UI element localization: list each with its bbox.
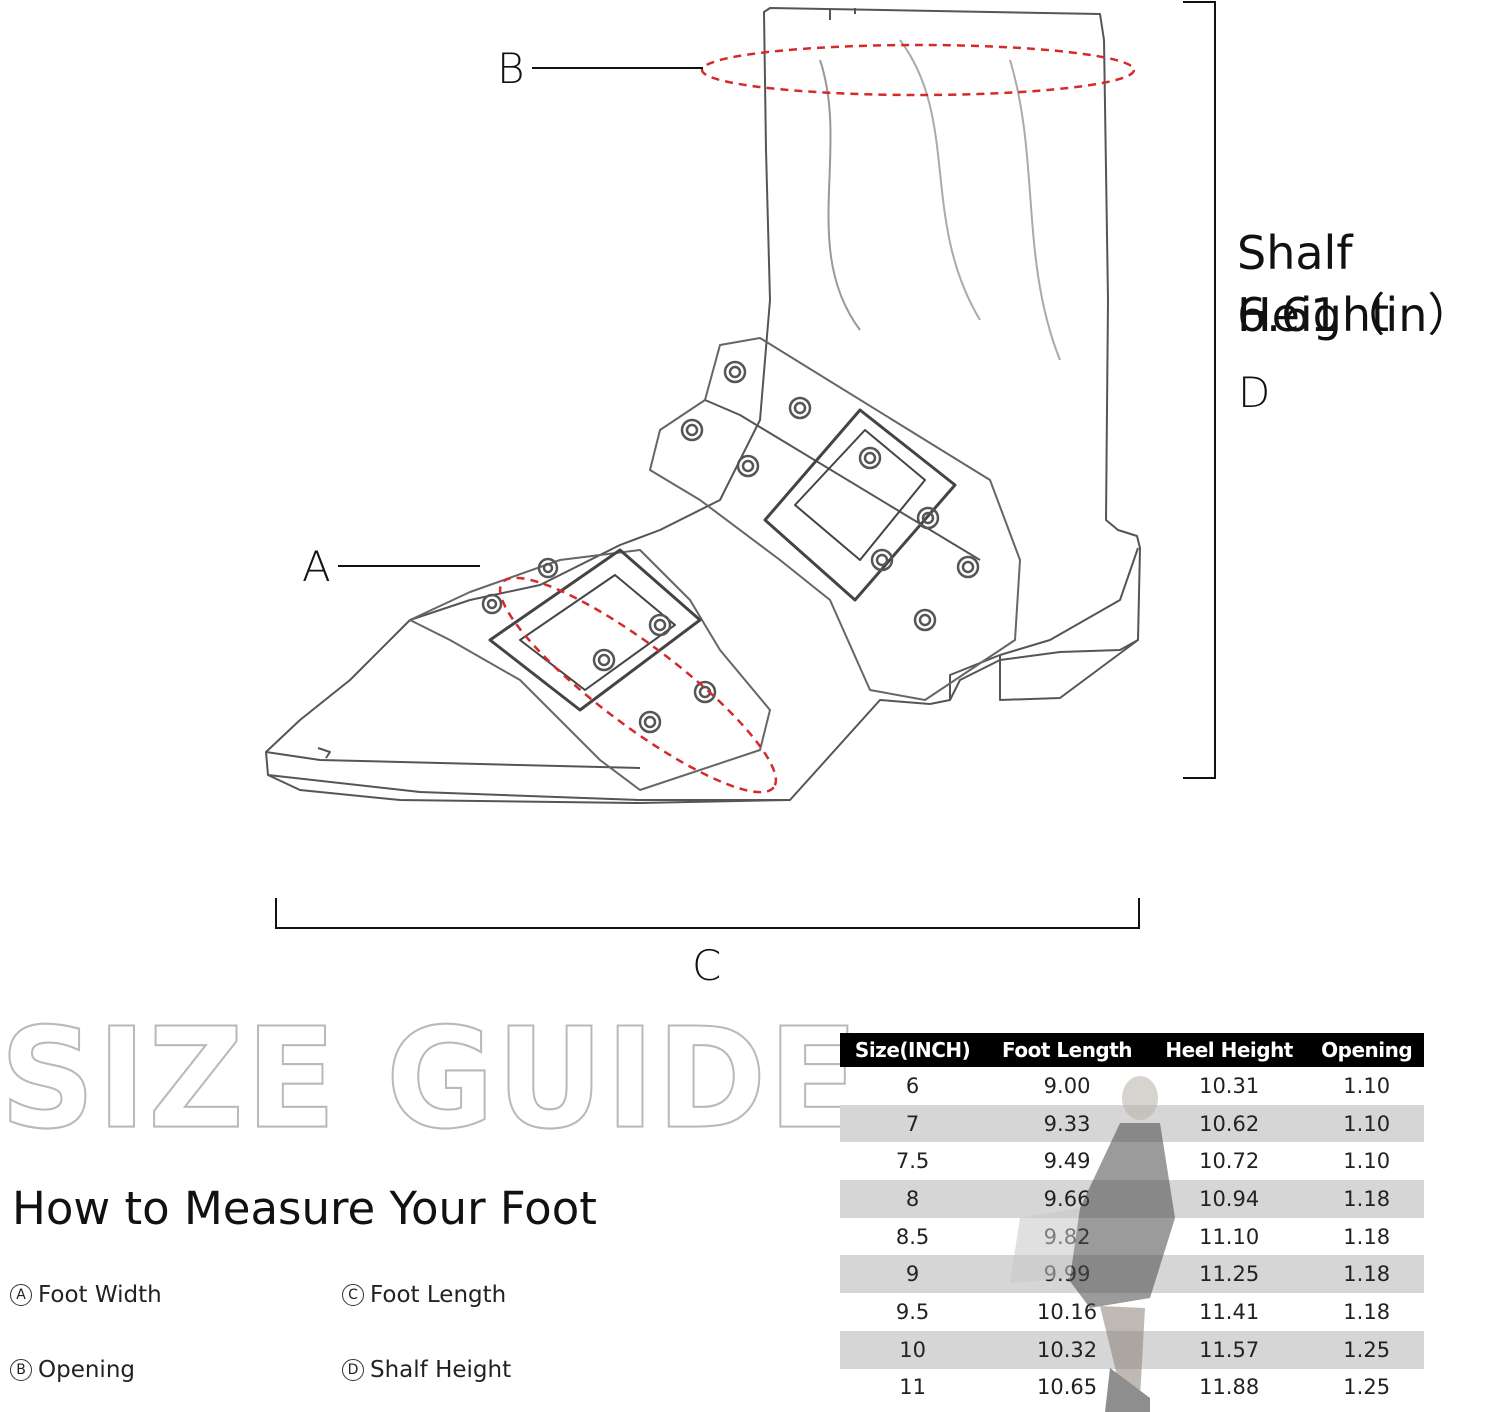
cell-foot-length: 10.65 xyxy=(1036,1375,1098,1400)
cell-heel-height: 10.62 xyxy=(1148,1104,1310,1143)
header-size: Size(INCH) xyxy=(840,1033,986,1067)
circled-d-mark: D xyxy=(342,1359,364,1381)
cell-foot-length: 9.49 xyxy=(1043,1149,1091,1174)
shaf-height-bracket xyxy=(1183,1,1216,779)
legend-opening: B Opening xyxy=(10,1357,135,1383)
cell-heel-height: 11.88 xyxy=(1199,1375,1260,1400)
cell-foot-length: 10.16 xyxy=(1036,1299,1098,1324)
cell-opening: 1.10 xyxy=(1343,1149,1391,1174)
label-c: C xyxy=(692,941,722,990)
legend-opening-text: Opening xyxy=(38,1357,135,1383)
cell-foot-length: 9.33 xyxy=(985,1104,1149,1143)
cell-opening: 1.18 xyxy=(1309,1180,1424,1218)
cell-foot-length: 9.00 xyxy=(1043,1073,1091,1098)
cell-foot-length: 10.32 xyxy=(985,1330,1149,1369)
cell-foot-length: 9.82 xyxy=(1043,1224,1091,1249)
opening-measure-ellipse xyxy=(700,43,1136,97)
cell-foot-length: 9.66 xyxy=(985,1180,1149,1218)
circled-b-mark: B xyxy=(10,1359,32,1381)
circled-c-mark: C xyxy=(342,1284,364,1306)
size-table: Size(INCH) Foot Length Heel Height Openi… xyxy=(840,1033,1424,1406)
cell-opening: 1.25 xyxy=(1343,1375,1391,1400)
legend-foot-width-text: Foot Width xyxy=(38,1282,162,1308)
circled-a-mark: A xyxy=(10,1284,32,1306)
header-heel-height: Heel Height xyxy=(1148,1033,1310,1067)
cell-heel-height: 11.10 xyxy=(1199,1224,1260,1249)
size-guide-title: SIZE GUIDE xyxy=(0,998,861,1161)
cell-opening: 1.10 xyxy=(1343,1073,1391,1098)
label-a: A xyxy=(302,542,331,591)
cell-size: 11 xyxy=(899,1375,926,1400)
cell-size: 7.5 xyxy=(895,1149,930,1174)
cell-size: 8 xyxy=(840,1180,986,1218)
legend-shaf-height-text: Shalf Height xyxy=(370,1357,512,1383)
cell-heel-height: 11.57 xyxy=(1148,1330,1310,1369)
table-row: 6 9.00 10.31 1.10 xyxy=(840,1067,1424,1105)
table-row: 8.5 9.82 11.10 1.18 xyxy=(840,1218,1424,1256)
cell-heel-height: 11.25 xyxy=(1148,1255,1310,1294)
size-table-header-row: Size(INCH) Foot Length Heel Height Openi… xyxy=(840,1033,1424,1067)
foot-length-bracket xyxy=(275,898,1140,929)
cell-size: 7 xyxy=(840,1104,986,1143)
cell-size: 6 xyxy=(905,1073,920,1098)
cell-foot-length: 9.99 xyxy=(985,1255,1149,1294)
cell-opening: 1.25 xyxy=(1309,1330,1424,1369)
cell-size: 10 xyxy=(840,1330,986,1369)
table-row: 9.5 10.16 11.41 1.18 xyxy=(840,1293,1424,1331)
shaf-height-value: 6.61（in） xyxy=(1237,288,1474,342)
header-opening: Opening xyxy=(1309,1033,1424,1067)
table-row: 8 9.66 10.94 1.18 xyxy=(840,1180,1424,1218)
shaf-height-title: Shalf Height xyxy=(1237,226,1390,343)
cell-opening: 1.18 xyxy=(1343,1224,1391,1249)
table-row: 11 10.65 11.88 1.25 xyxy=(840,1369,1424,1407)
legend-foot-width: A Foot Width xyxy=(10,1282,162,1308)
header-foot-length: Foot Length xyxy=(985,1033,1149,1067)
cell-heel-height: 10.94 xyxy=(1148,1180,1310,1218)
cell-opening: 1.18 xyxy=(1309,1255,1424,1294)
measure-heading: How to Measure Your Foot xyxy=(12,1182,597,1235)
label-d: D xyxy=(1238,368,1271,417)
cell-heel-height: 11.41 xyxy=(1199,1299,1260,1324)
cell-size: 9.5 xyxy=(895,1299,930,1324)
cell-heel-height: 10.31 xyxy=(1199,1073,1260,1098)
table-row: 7 9.33 10.62 1.10 xyxy=(840,1104,1424,1143)
label-b: B xyxy=(497,44,525,93)
cell-size: 9 xyxy=(840,1255,986,1294)
cell-heel-height: 10.72 xyxy=(1199,1149,1260,1174)
table-row: 7.5 9.49 10.72 1.10 xyxy=(840,1142,1424,1180)
cell-size: 8.5 xyxy=(895,1224,930,1249)
table-row: 10 10.32 11.57 1.25 xyxy=(840,1330,1424,1369)
cell-opening: 1.10 xyxy=(1309,1104,1424,1143)
boot-illustration xyxy=(265,1,1216,929)
table-row: 9 9.99 11.25 1.18 xyxy=(840,1255,1424,1294)
cell-opening: 1.18 xyxy=(1343,1299,1391,1324)
legend-shaf-height: D Shalf Height xyxy=(342,1357,511,1383)
legend-foot-length-text: Foot Length xyxy=(370,1282,507,1308)
legend-foot-length: C Foot Length xyxy=(342,1282,506,1308)
